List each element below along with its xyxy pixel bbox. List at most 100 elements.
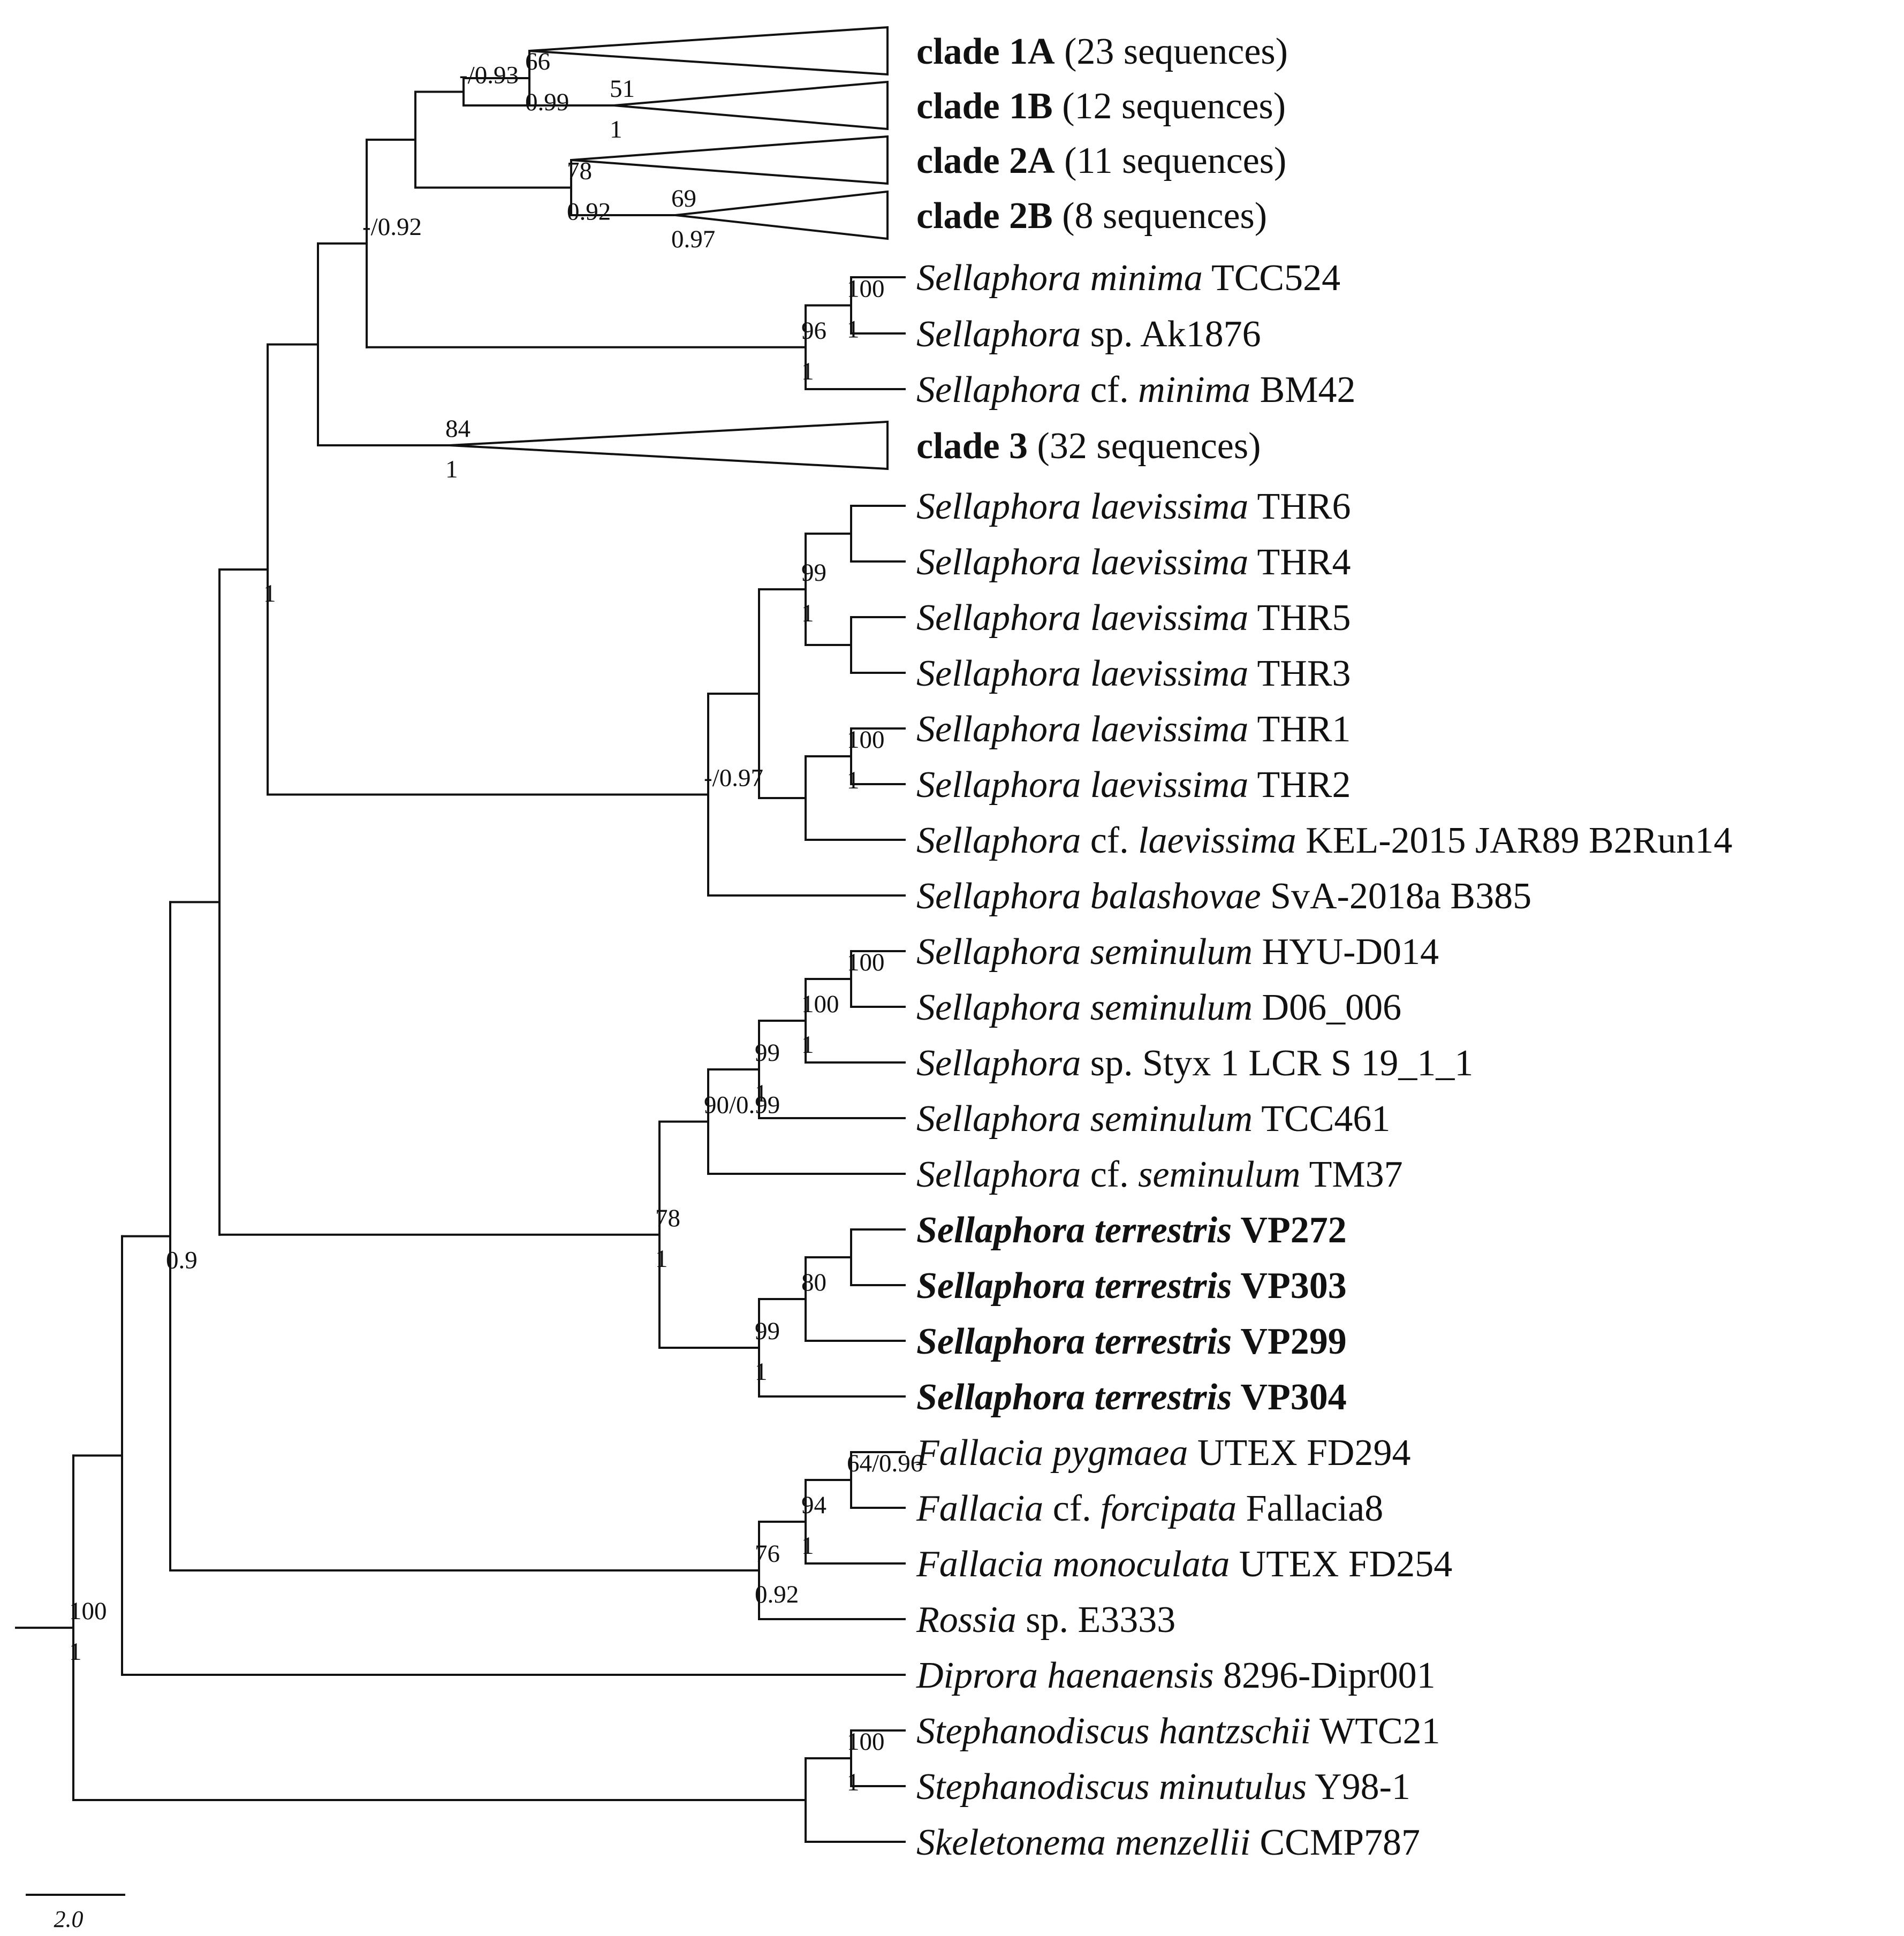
tip-label-ross: Rossia sp. E3333 xyxy=(916,1599,1175,1641)
support-below-n5: 0.97 xyxy=(671,225,715,253)
tip-label-part: Sellaphora laevissima xyxy=(916,486,1248,527)
tip-label-part: sp. Ak1876 xyxy=(1081,314,1261,355)
tip-label-part: Fallacia8 xyxy=(1237,1488,1383,1529)
tip-label-part: Fallacia pygmaea xyxy=(916,1432,1188,1474)
tip-label-part: Y98-1 xyxy=(1307,1766,1410,1808)
tip-label-part: Sellaphora minima xyxy=(916,257,1203,299)
tip-label-sak: Sellaphora sp. Ak1876 xyxy=(916,314,1261,355)
support-above-n29: 94 xyxy=(801,1491,826,1519)
tip-label-c1a: clade 1A (23 sequences) xyxy=(916,31,1288,72)
tip-label-skel: Skeletonema menzellii CCMP787 xyxy=(916,1822,1420,1863)
collapsed-clades xyxy=(449,26,889,470)
tip-label-part: Sellaphora xyxy=(916,820,1081,861)
tip-label-thr6: Sellaphora laevissima THR6 xyxy=(916,486,1351,527)
tip-label-part: Sellaphora terrestris xyxy=(916,1210,1232,1251)
support-above-n13: 99 xyxy=(801,559,826,587)
support-below-n31: 0.9 xyxy=(166,1247,198,1274)
tip-label-part: Sellaphora seminulum xyxy=(916,1098,1253,1140)
support-below-n25: 1 xyxy=(755,1358,768,1386)
tip-label-part: laevissima xyxy=(1138,820,1296,861)
tip-label-part: Sellaphora xyxy=(916,314,1081,355)
support-below-n7: 1 xyxy=(801,358,814,385)
tip-label-part: Diprora haenaensis xyxy=(916,1655,1213,1696)
tip-label-part: Stephanodiscus minutulus xyxy=(916,1766,1307,1808)
tip-label-part: Sellaphora laevissima xyxy=(916,764,1248,806)
support-below-n21: 1 xyxy=(755,1080,768,1107)
tip-label-part: Sellaphora xyxy=(916,1154,1081,1195)
tip-label-part: Fallacia xyxy=(916,1488,1043,1529)
tip-label-part: THR3 xyxy=(1248,653,1351,694)
support-above-n21: 99 xyxy=(755,1039,780,1067)
tip-label-c2b: clade 2B (8 sequences) xyxy=(916,195,1267,237)
tip-label-fpyg: Fallacia pygmaea UTEX FD294 xyxy=(916,1432,1410,1474)
tip-label-sd06: Sellaphora seminulum D06_006 xyxy=(916,987,1401,1028)
support-above-n28: 64/0.96 xyxy=(847,1449,923,1477)
tip-label-part: BM42 xyxy=(1250,369,1355,411)
tip-label-part: Sellaphora seminulum xyxy=(916,987,1253,1028)
tip-label-part: minima xyxy=(1138,369,1250,411)
tip-label-slkel: Sellaphora cf. laevissima KEL-2015 JAR89… xyxy=(916,820,1732,861)
support-above-n4: 78 xyxy=(567,157,592,185)
tip-label-part: SvA-2018a B385 xyxy=(1261,876,1532,917)
tip-label-part: (23 sequences) xyxy=(1055,31,1288,72)
tip-label-sthan: Stephanodiscus hantzschii WTC21 xyxy=(916,1711,1440,1752)
tip-label-shyu: Sellaphora seminulum HYU-D014 xyxy=(916,931,1439,973)
tip-label-part: Sellaphora terrestris xyxy=(916,1377,1232,1418)
tip-label-part: clade 2A xyxy=(916,140,1055,181)
support-below-n6: 1 xyxy=(847,316,860,344)
tip-label-part: Sellaphora terrestris xyxy=(916,1265,1232,1307)
tip-label-part: sp. Styx 1 LCR S 19_1_1 xyxy=(1081,1043,1473,1084)
support-below-n14: 1 xyxy=(847,766,860,794)
tip-label-part: KEL-2015 JAR89 B2Run14 xyxy=(1296,820,1733,861)
support-below-n32: 1 xyxy=(69,1638,82,1666)
tip-label-part: Sellaphora laevissima xyxy=(916,653,1248,694)
clade-2b-triangle xyxy=(675,190,889,240)
support-above-n20: 100 xyxy=(801,990,839,1018)
tip-label-part: UTEX FD254 xyxy=(1230,1544,1452,1585)
support-above-n5: 69 xyxy=(671,185,696,212)
tip-label-part: D06_006 xyxy=(1253,987,1401,1028)
tip-label-part: forcipata xyxy=(1101,1488,1237,1529)
tip-label-part: Fallacia monoculata xyxy=(916,1544,1230,1585)
support-above-n19: 100 xyxy=(847,948,885,976)
support-below-n26: 1 xyxy=(655,1245,668,1273)
support-above-n30: 76 xyxy=(755,1540,780,1568)
support-above-n7: 96 xyxy=(801,317,826,345)
tip-label-thr3: Sellaphora laevissima THR3 xyxy=(916,653,1351,694)
tip-labels: clade 1A (23 sequences) clade 1B (12 sequ… xyxy=(916,31,1732,1863)
support-below-n27: 1 xyxy=(263,580,276,608)
tip-label-part: seminulum xyxy=(1138,1154,1300,1195)
tip-label-part: clade 1B xyxy=(916,86,1053,127)
tip-label-stmin: Stephanodiscus minutulus Y98-1 xyxy=(916,1766,1410,1808)
tip-label-ffor: Fallacia cf. forcipata Fallacia8 xyxy=(916,1488,1383,1529)
support-above-n10: 84 xyxy=(445,415,471,443)
tip-label-scfmin: Sellaphora cf. minima BM42 xyxy=(916,369,1356,411)
tip-label-part: cf. xyxy=(1081,369,1138,411)
tip-label-part: Sellaphora xyxy=(916,1043,1081,1084)
tip-label-part: UTEX FD294 xyxy=(1188,1432,1410,1474)
tip-label-part: (12 sequences) xyxy=(1053,86,1286,127)
tip-label-part: THR2 xyxy=(1248,764,1351,806)
tip-label-part: cf. xyxy=(1081,1154,1138,1195)
tip-label-part: HYU-D014 xyxy=(1253,931,1439,973)
tip-label-thr5: Sellaphora laevissima THR5 xyxy=(916,597,1351,639)
tip-label-part: VP303 xyxy=(1232,1265,1347,1307)
tip-label-part: VP299 xyxy=(1232,1321,1347,1362)
support-below-n4: 0.92 xyxy=(567,198,611,226)
tip-label-ssty: Sellaphora sp. Styx 1 LCR S 19_1_1 xyxy=(916,1043,1473,1084)
tip-label-thr1: Sellaphora laevissima THR1 xyxy=(916,709,1351,750)
support-below-n34: 1 xyxy=(847,1768,860,1796)
tip-label-part: VP272 xyxy=(1232,1210,1347,1251)
tip-label-c3: clade 3 (32 sequences) xyxy=(916,426,1261,467)
tip-label-part: THR1 xyxy=(1248,709,1351,750)
tip-label-part: Sellaphora seminulum xyxy=(916,931,1253,973)
tip-label-part: THR4 xyxy=(1248,542,1351,583)
tip-label-part: sp. E3333 xyxy=(1017,1599,1176,1641)
tip-label-part: clade 3 xyxy=(916,426,1028,467)
tip-label-part: THR6 xyxy=(1248,486,1351,527)
tip-label-thr4: Sellaphora laevissima THR4 xyxy=(916,542,1351,583)
tip-label-part: Sellaphora laevissima xyxy=(916,542,1248,583)
support-above-n32: 100 xyxy=(69,1597,107,1625)
